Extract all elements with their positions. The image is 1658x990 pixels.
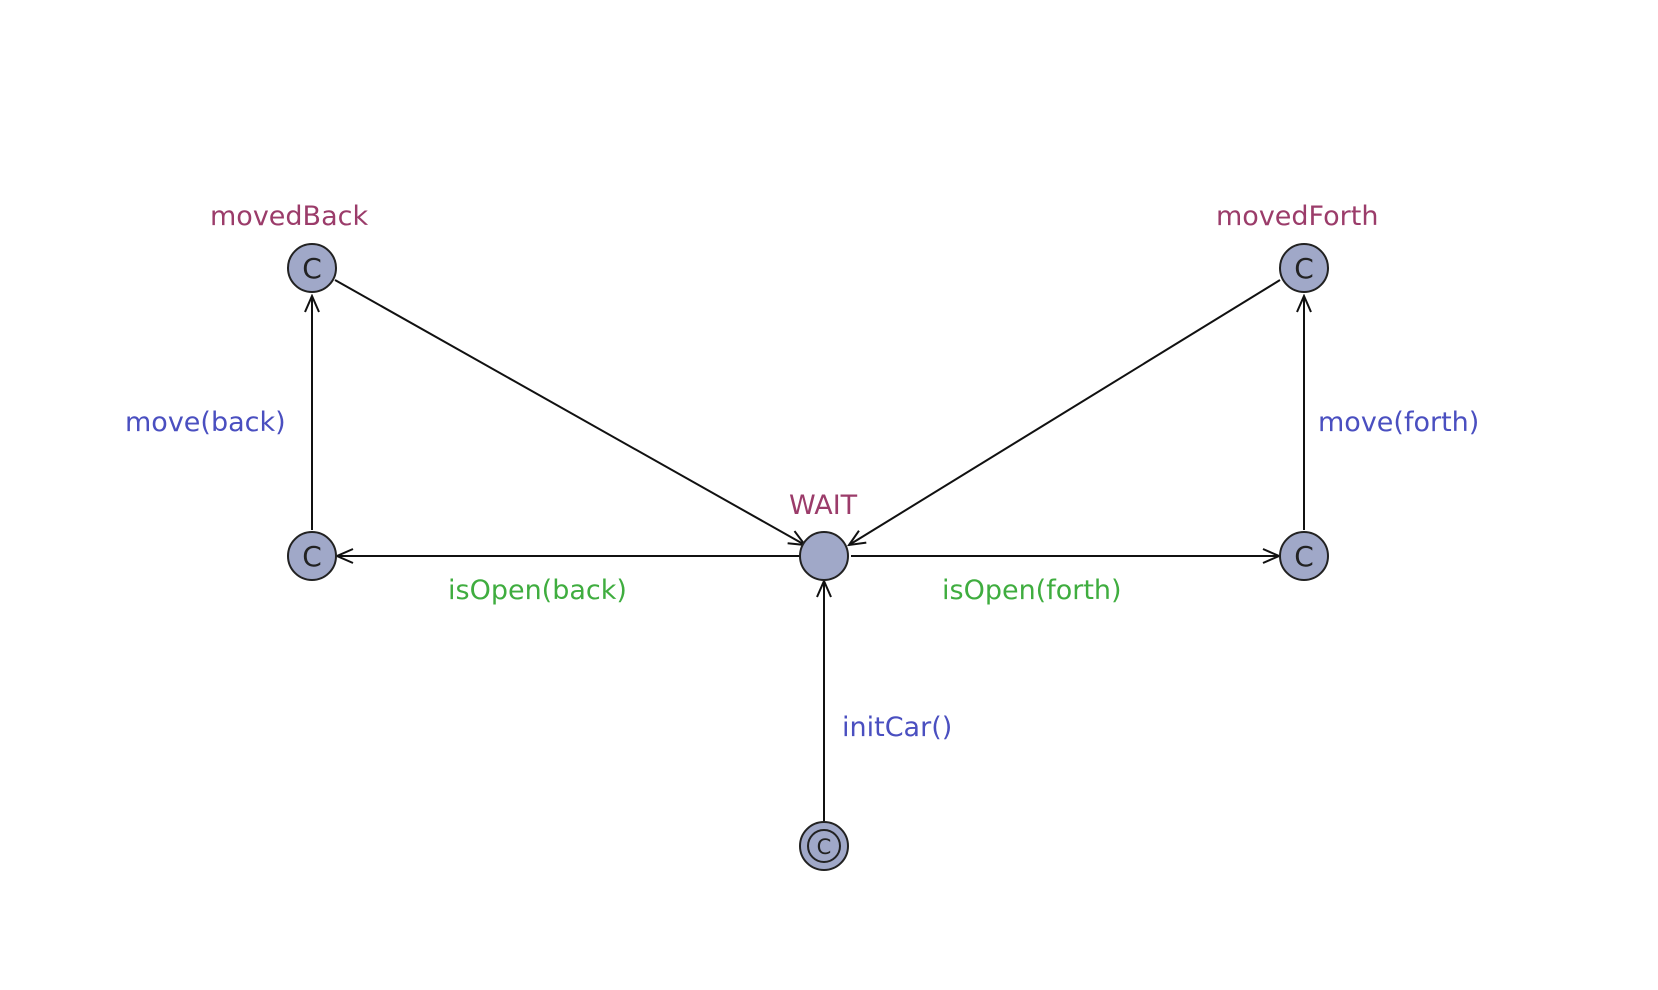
edge-moved-forth-to-wait (849, 279, 1281, 545)
sync-label-move-back: move(back) (125, 407, 286, 438)
state-wait[interactable] (799, 531, 849, 581)
committed-marker: C (817, 835, 832, 859)
state-name-moved-back: movedBack (210, 201, 368, 232)
committed-node-circle (1279, 243, 1329, 293)
committed-marker: C (302, 540, 322, 573)
guard-label-is-open-back: isOpen(back) (448, 575, 627, 606)
sync-label-move-forth: move(forth) (1318, 407, 1479, 438)
state-moved-back[interactable]: C (287, 243, 337, 293)
state-left-committed[interactable]: C (287, 531, 337, 581)
state-moved-forth[interactable]: C (1279, 243, 1329, 293)
normal-node-circle (799, 531, 849, 581)
committed-node-circle (287, 243, 337, 293)
state-name-moved-forth: movedForth (1216, 201, 1378, 232)
guard-label-is-open-forth: isOpen(forth) (942, 575, 1122, 606)
committed-node-circle (287, 531, 337, 581)
state-initial[interactable]: C (799, 821, 849, 871)
committed-marker: C (302, 252, 322, 285)
committed-node-circle (1279, 531, 1329, 581)
initial-node-inner-circle (807, 829, 841, 863)
committed-marker: C (1294, 252, 1314, 285)
state-right-committed[interactable]: C (1279, 531, 1329, 581)
committed-marker: C (1294, 540, 1314, 573)
state-name-wait: WAIT (789, 490, 858, 521)
sync-label-init-car: initCar() (842, 712, 952, 743)
edge-moved-back-to-wait (334, 279, 805, 545)
